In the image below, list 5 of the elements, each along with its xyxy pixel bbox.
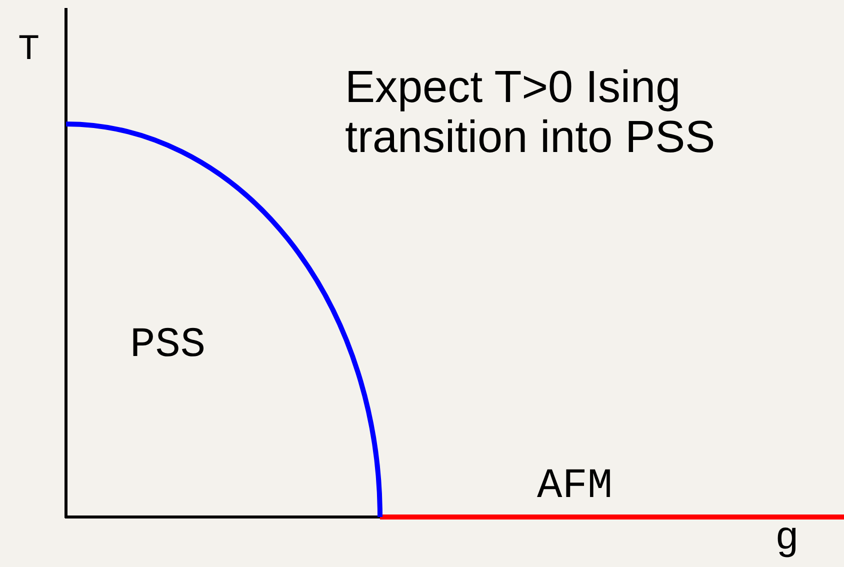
axis-label: g [775, 518, 800, 562]
annotation-text: Expect T>0 Ising transition into PSS [345, 62, 716, 161]
axis-label: T [18, 30, 40, 70]
region-label: AFM [537, 463, 613, 510]
region-label: PSS [130, 322, 206, 368]
